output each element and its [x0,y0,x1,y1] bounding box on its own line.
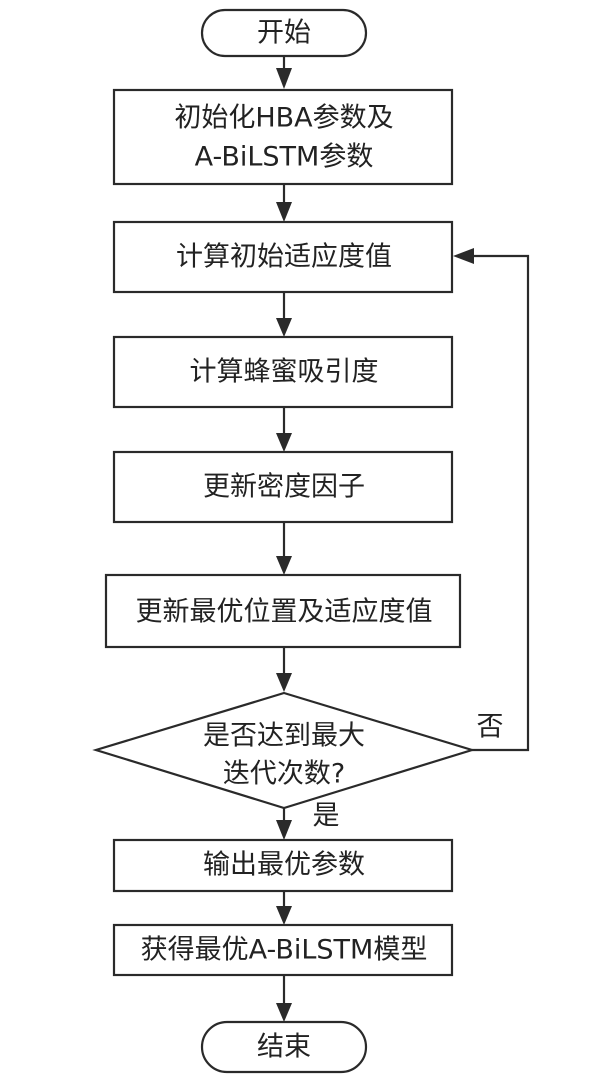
node-label: 开始 [257,18,311,49]
decision-diamond [92,691,476,810]
node-end: 结束 [200,1020,368,1074]
process-box [112,450,454,524]
process-box [112,220,454,294]
edge-label-no: 否 [477,712,504,743]
arrow-head [276,202,292,222]
node-label-line-1: 初始化HBA参数及 [174,103,393,134]
arrow-head [276,318,292,337]
connectors [276,56,530,1022]
process-box [112,88,454,186]
node-model: 获得最优A-BiLSTM模型 [112,923,454,977]
node-start: 开始 [200,8,368,58]
node-label: 结束 [257,1032,311,1063]
node-label-line-2: 迭代次数? [223,759,345,790]
node-label: 获得最优A-BiLSTM模型 [141,935,428,966]
process-box [112,838,454,893]
arrow-head [453,248,474,264]
arrow-head [276,433,292,452]
node-density: 更新密度因子 [112,450,454,524]
terminal-shape [200,8,368,58]
node-fitness: 计算初始适应度值 [112,220,454,294]
process-box [104,573,462,649]
arrow-head [276,906,292,925]
node-update: 更新最优位置及适应度值 [104,573,462,649]
edge-label-yes: 是 [313,801,340,832]
node-label: 更新密度因子 [203,472,365,503]
node-label: 计算初始适应度值 [176,242,392,273]
node-label: 输出最优参数 [203,850,365,881]
arrow-head [276,556,292,575]
arrow-head [276,673,292,692]
arrow-head [276,1003,292,1022]
node-label-line-2: A-BiLSTM参数 [195,142,374,173]
process-box [112,335,454,409]
process-box [112,923,454,977]
edge-decision-fitness-no [466,254,530,752]
node-output: 输出最优参数 [112,838,454,893]
node-init: 初始化HBA参数及 A-BiLSTM参数 [112,88,454,186]
node-label: 计算蜂蜜吸引度 [190,357,379,388]
node-label-line-1: 是否达到最大 [203,721,365,752]
arrow-head [276,820,292,840]
arrow-head [276,68,292,89]
node-attract: 计算蜂蜜吸引度 [112,335,454,409]
node-label: 更新最优位置及适应度值 [136,597,433,628]
node-decision: 是否达到最大 迭代次数? [92,691,476,810]
terminal-shape [200,1020,368,1074]
